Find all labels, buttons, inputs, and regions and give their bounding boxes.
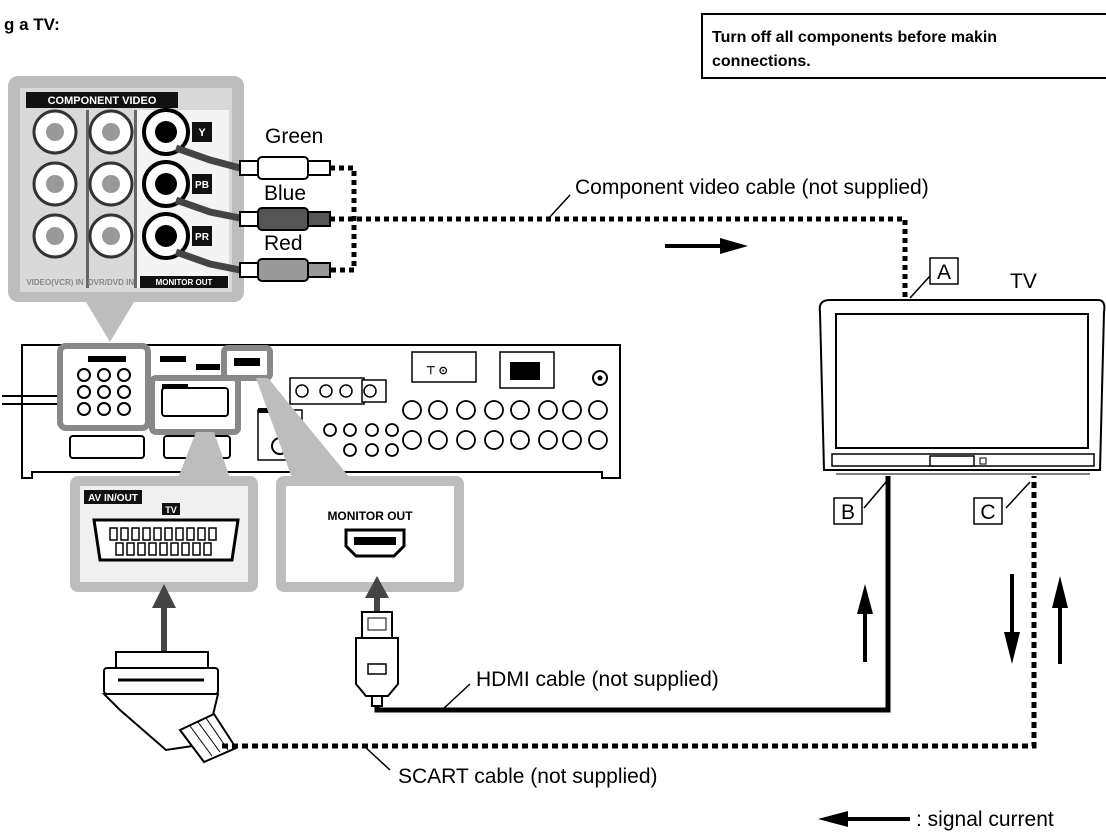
av-inout-title: AV IN/OUT xyxy=(88,493,138,504)
svg-text:⊤ ⊙: ⊤ ⊙ xyxy=(426,365,448,377)
jack-dvr-y xyxy=(88,109,134,155)
scart-signal-arrow-down xyxy=(1004,574,1020,664)
red-plug xyxy=(239,258,331,282)
terminal-b: B xyxy=(833,481,887,525)
component-video-panel: COMPONENT VIDEO Y PB PR VIDEO(VCR) IN DV… xyxy=(8,76,244,302)
jack-label-pb: PB xyxy=(195,180,209,191)
component-plugs xyxy=(174,144,357,282)
monitor-out-title: MONITOR OUT xyxy=(327,509,413,523)
blue-plug xyxy=(239,207,331,231)
color-red: Red xyxy=(264,232,303,255)
warning-box: Turn off all components before makin con… xyxy=(701,13,1106,79)
green-plug xyxy=(239,156,331,180)
scart-cable-line xyxy=(222,476,1037,749)
hdmi-cable-label: HDMI cable (not supplied) xyxy=(476,668,719,691)
col-label-vcr: VIDEO(VCR) IN xyxy=(26,278,84,287)
warning-line-2: connections. xyxy=(712,53,811,70)
col-label-monitor: MONITOR OUT xyxy=(156,278,213,287)
terminal-a-label: A xyxy=(937,261,951,284)
hdmi-cable-line xyxy=(374,476,891,713)
jack-label-y: Y xyxy=(198,127,206,139)
jack-monitor-pr xyxy=(142,212,190,260)
tv-set xyxy=(818,299,1106,475)
jack-vcr-pb xyxy=(32,161,78,207)
receiver-back-panel: ⊤ ⊙ xyxy=(2,343,621,479)
jack-monitor-y xyxy=(142,108,190,156)
av-tv-label: TV xyxy=(165,505,177,515)
hdmi-up-arrow xyxy=(365,576,389,612)
section-heading: g a TV: xyxy=(4,15,60,34)
scart-cable-label: SCART cable (not supplied) xyxy=(398,765,658,788)
jack-label-pr: PR xyxy=(195,232,210,243)
component-cable-line xyxy=(330,216,908,300)
jack-monitor-pb xyxy=(142,160,190,208)
monitor-out-panel: MONITOR OUT xyxy=(276,476,464,592)
color-blue: Blue xyxy=(264,182,306,205)
color-green: Green xyxy=(265,125,323,148)
scart-up-arrow xyxy=(152,584,176,655)
component-cable-label: Component video cable (not supplied) xyxy=(575,176,929,199)
terminal-a: A xyxy=(909,257,959,299)
av-inout-panel: AV IN/OUT TV xyxy=(70,476,258,592)
jack-vcr-y xyxy=(32,109,78,155)
tv-label: TV xyxy=(1010,270,1037,293)
jack-vcr-pr xyxy=(32,213,78,259)
legend: : signal current xyxy=(818,808,1054,831)
terminal-b-label: B xyxy=(841,501,855,524)
scart-plug xyxy=(101,651,238,764)
warning-line-1: Turn off all components before makin xyxy=(712,29,997,46)
jack-dvr-pr xyxy=(88,213,134,259)
jack-dvr-pb xyxy=(88,161,134,207)
hdmi-plug xyxy=(355,611,399,707)
terminal-c: C xyxy=(973,481,1031,525)
hdmi-signal-arrow xyxy=(857,584,873,662)
component-signal-arrow xyxy=(665,238,748,254)
legend-text: : signal current xyxy=(916,808,1054,831)
terminal-c-label: C xyxy=(980,501,995,524)
col-label-dvr: DVR/DVD IN xyxy=(88,278,134,287)
component-video-title: COMPONENT VIDEO xyxy=(48,95,157,107)
scart-signal-arrow-up xyxy=(1052,576,1068,664)
